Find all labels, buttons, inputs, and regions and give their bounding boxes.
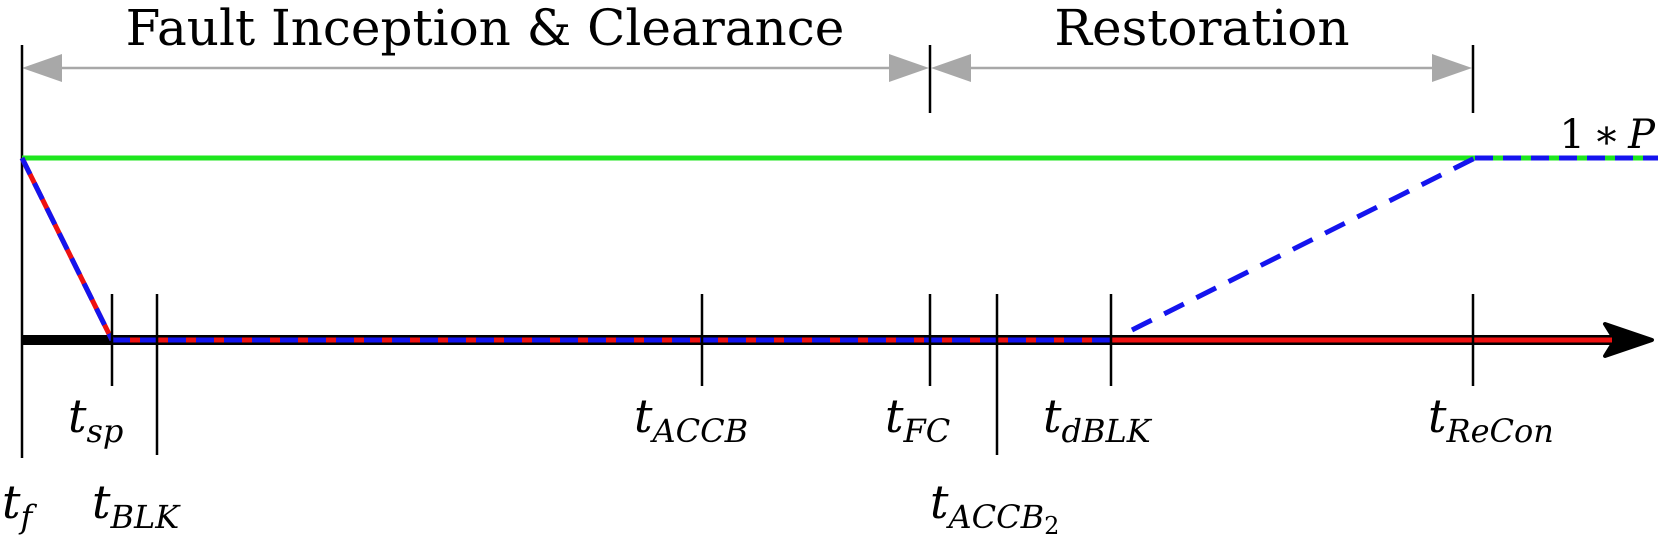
- restoration-ramp-dashed: [1130, 155, 1477, 333]
- phase-span-restoration: [931, 54, 1472, 82]
- label-tACCB: tACCB: [634, 389, 748, 450]
- phase-label-fault: Fault Inception & Clearance: [126, 0, 845, 57]
- label-tFC: tFC: [885, 389, 950, 450]
- label-tReCon: tReCon: [1428, 389, 1554, 450]
- label-tACCB2: tACCB2: [930, 475, 1059, 539]
- phase-label-restoration: Restoration: [1054, 0, 1349, 57]
- event-ticks: [110, 294, 1475, 455]
- label-tsp: tsp: [68, 389, 123, 450]
- label-tBLK: tBLK: [92, 475, 181, 536]
- power-label: 1∗P: [1559, 112, 1656, 158]
- phase-span-fault: [22, 54, 929, 82]
- time-axis-arrowhead: [1603, 322, 1654, 358]
- label-tf: tf: [2, 475, 38, 536]
- label-tdBLK: tdBLK: [1043, 389, 1153, 450]
- phase-boundaries: [20, 45, 1475, 458]
- fault-drop-blue-dashed: [19, 156, 115, 342]
